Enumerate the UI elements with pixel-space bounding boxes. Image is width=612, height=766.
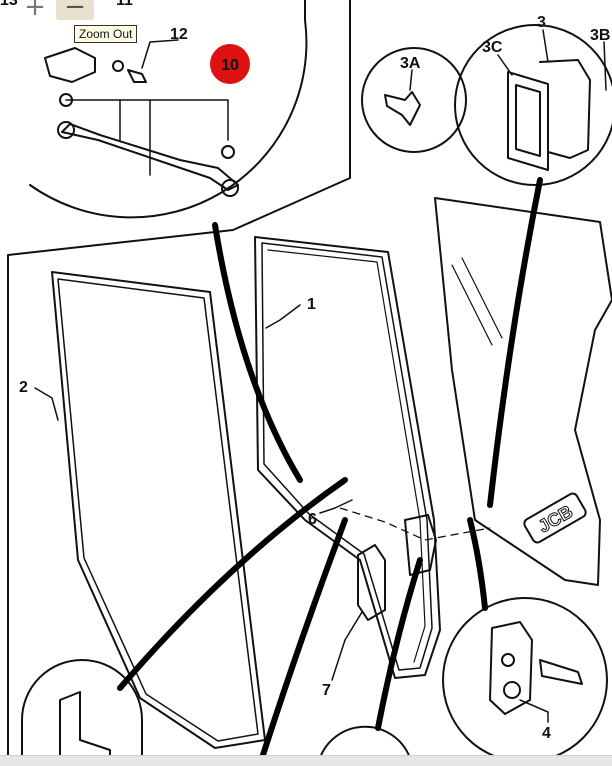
connector-bottom-mid bbox=[259, 517, 348, 761]
bottom-scrollbar[interactable] bbox=[0, 755, 612, 766]
leader-7 bbox=[331, 611, 363, 681]
connector-bottom-left bbox=[117, 477, 348, 691]
svg-text:JCB: JCB bbox=[535, 501, 576, 536]
jcb-logo: JCB bbox=[523, 492, 587, 544]
callout-3c[interactable]: 3C bbox=[482, 39, 503, 56]
connector-3 bbox=[487, 177, 543, 508]
door-frame-1 bbox=[254, 236, 441, 679]
handle-bottom-left bbox=[59, 691, 111, 765]
detail-frame-top-left bbox=[7, 0, 351, 765]
detail-circle-3 bbox=[454, 24, 612, 186]
leader-6 bbox=[319, 499, 353, 514]
callout-11[interactable]: 11 bbox=[116, 0, 133, 9]
leader-12 bbox=[141, 39, 179, 69]
callout-4[interactable]: 4 bbox=[542, 725, 551, 742]
connector-bottom-mid2 bbox=[375, 557, 423, 731]
callout-3[interactable]: 3 bbox=[537, 14, 546, 31]
guide-dashed bbox=[339, 507, 491, 541]
glass-panel bbox=[434, 197, 612, 586]
striker-7 bbox=[357, 544, 386, 621]
callout-10[interactable]: 10 bbox=[221, 57, 239, 74]
callout-10-highlight bbox=[210, 44, 250, 84]
leader-4 bbox=[519, 699, 549, 723]
key-3a bbox=[384, 91, 421, 126]
callout-1[interactable]: 1 bbox=[307, 296, 316, 313]
detail-circle-bottom-mid bbox=[317, 725, 411, 765]
callout-3b[interactable]: 3B bbox=[590, 27, 610, 44]
lock-barrel-3 bbox=[507, 71, 549, 171]
detail-circle-3a bbox=[361, 47, 467, 153]
detail-circle-top-left bbox=[29, 0, 308, 219]
door-seal-2 bbox=[51, 271, 266, 749]
latch-4 bbox=[489, 621, 533, 715]
callout-7[interactable]: 7 bbox=[322, 682, 331, 699]
callout-3a[interactable]: 3A bbox=[400, 55, 421, 72]
gas-strut bbox=[61, 123, 239, 191]
zoom-out-tooltip: Zoom Out bbox=[74, 25, 138, 43]
detail-circle-bottom-left bbox=[21, 659, 143, 765]
leader-1 bbox=[265, 304, 301, 329]
leader-2 bbox=[34, 387, 59, 421]
hinge-bracket bbox=[44, 47, 96, 83]
callout-6[interactable]: 6 bbox=[308, 511, 317, 528]
detail-circle-4 bbox=[442, 597, 608, 763]
callout-2[interactable]: 2 bbox=[19, 379, 28, 396]
zoom-in-button[interactable]: + bbox=[24, 0, 46, 22]
callout-13[interactable]: 13 bbox=[0, 0, 18, 9]
connector-4 bbox=[467, 517, 488, 611]
callout-12[interactable]: 12 bbox=[170, 26, 188, 43]
connector-top-left bbox=[212, 222, 303, 483]
zoom-out-button[interactable]: − bbox=[56, 0, 94, 22]
